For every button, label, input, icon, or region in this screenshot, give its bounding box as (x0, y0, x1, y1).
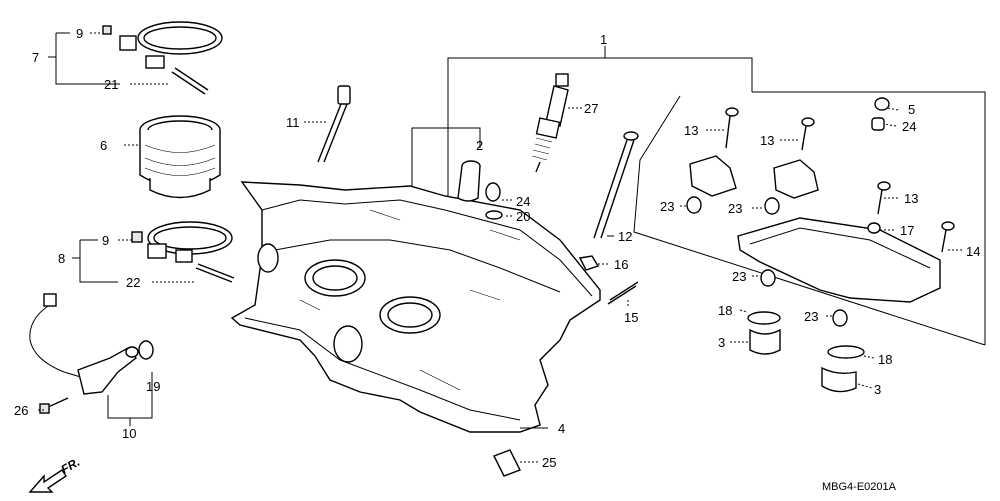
callout-18-right: 18 (878, 352, 892, 367)
callout-24-b: 24 (902, 119, 916, 134)
callout-26: 26 (14, 403, 28, 418)
small-parts (485, 182, 639, 477)
callout-9-lower: 9 (102, 233, 109, 248)
cylinder-head (230, 181, 601, 433)
callout-18-left: 18 (718, 303, 732, 318)
callout-23-a: 23 (660, 199, 674, 214)
callout-22: 22 (126, 275, 140, 290)
upper-band-clamp (102, 21, 223, 95)
callout-21: 21 (104, 77, 118, 92)
callout-20: 20 (516, 209, 530, 224)
callout-19: 19 (146, 379, 160, 394)
callout-13-b: 13 (760, 133, 774, 148)
callout-3-right: 3 (874, 382, 881, 397)
bolt-11 (317, 85, 351, 163)
leader-lines (38, 32, 962, 463)
lower-band-clamp (131, 221, 235, 283)
callout-9-upper: 9 (76, 26, 83, 41)
callout-2: 2 (476, 138, 483, 153)
callouts: 1 2 3 3 4 5 6 7 8 9 9 10 11 12 13 13 13 … (14, 26, 980, 470)
intake-insulator (139, 115, 221, 199)
spark-plug-27 (531, 73, 569, 173)
callout-10: 10 (122, 426, 136, 441)
callout-23-d: 23 (804, 309, 818, 324)
callout-11: 11 (286, 115, 300, 130)
callout-7: 7 (32, 50, 39, 65)
callout-13-c: 13 (904, 191, 918, 206)
callout-24-a: 24 (516, 194, 530, 209)
front-direction-arrow: FR. (28, 455, 82, 493)
callout-23-b: 23 (728, 201, 742, 216)
callout-27: 27 (584, 101, 598, 116)
callout-1: 1 (600, 32, 607, 47)
callout-4: 4 (558, 421, 565, 436)
callout-13-a: 13 (684, 123, 698, 138)
sensor-assembly (29, 293, 154, 414)
callout-8: 8 (58, 251, 65, 266)
callout-16: 16 (614, 257, 628, 272)
callout-15: 15 (624, 310, 638, 325)
callout-14: 14 (966, 244, 980, 259)
callout-3-left: 3 (718, 335, 725, 350)
plug-tube-2 (457, 160, 481, 202)
callout-23-c: 23 (732, 269, 746, 284)
callout-25: 25 (542, 455, 556, 470)
callout-12: 12 (618, 229, 632, 244)
stud-12 (593, 131, 639, 239)
diagram-code: MBG4-E0201A (822, 481, 897, 493)
callout-17: 17 (900, 223, 914, 238)
camshaft-holder-assembly (633, 95, 986, 393)
callout-5: 5 (908, 102, 915, 117)
callout-6: 6 (100, 138, 107, 153)
